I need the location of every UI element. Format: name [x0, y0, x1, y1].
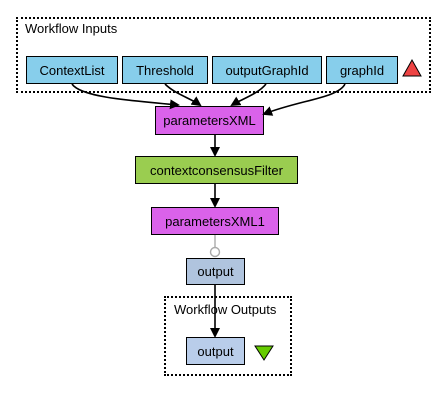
edge-contextlist-to-parametersxml — [71, 83, 180, 110]
workflow-outputs-group — [164, 296, 292, 376]
edge-threshold-to-parametersxml — [164, 83, 202, 107]
workflow-inputs-group — [16, 17, 431, 93]
workflow-outputs-label: Workflow Outputs — [174, 302, 277, 317]
edge-outputgraphid-to-parametersxml — [230, 83, 267, 107]
workflow-inputs-label: Workflow Inputs — [25, 21, 118, 36]
red-up-triangle-icon[interactable] — [402, 58, 422, 77]
edge-optional-port-marker — [209, 246, 221, 258]
green-down-triangle-icon[interactable] — [254, 345, 274, 361]
edge-graphid-to-parametersxml — [262, 83, 346, 116]
